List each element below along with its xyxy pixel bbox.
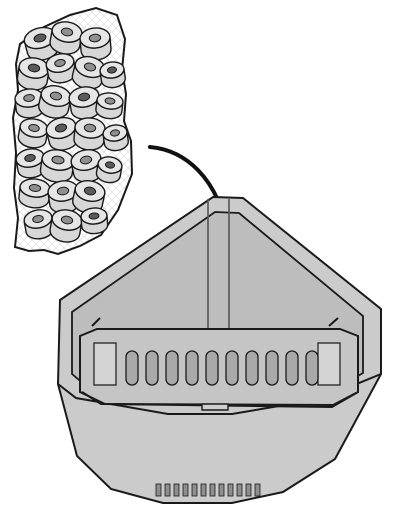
basket-slot: [146, 351, 158, 385]
basket-slot: [246, 351, 258, 385]
filter-basket-icon: [58, 197, 381, 503]
basket-slot: [206, 351, 218, 385]
bottom-vent: [201, 484, 206, 496]
basket-slot: [126, 351, 138, 385]
ceramic-ring: [95, 91, 124, 120]
bottom-vent: [174, 484, 179, 496]
basket-slot: [266, 351, 278, 385]
bottom-vent: [192, 484, 197, 496]
bottom-vent: [183, 484, 188, 496]
ceramic-ring: [73, 117, 106, 151]
ceramic-ring: [102, 123, 129, 152]
bottom-vent: [165, 484, 170, 496]
bottom-vent: [237, 484, 242, 496]
ceramic-ring-hole: [89, 213, 99, 220]
media-bag-icon: [13, 8, 132, 254]
bottom-vent: [246, 484, 251, 496]
basket-slot: [306, 351, 318, 385]
ceramic-ring: [80, 207, 108, 234]
bottom-vent: [156, 484, 161, 496]
bottom-vent: [219, 484, 224, 496]
bottom-vent: [255, 484, 260, 496]
bottom-vent: [228, 484, 233, 496]
basket-slot: [186, 351, 198, 385]
ceramic-ring: [16, 56, 50, 92]
ceramic-ring: [18, 177, 51, 209]
basket-slot: [286, 351, 298, 385]
bottom-vent: [210, 484, 215, 496]
ceramic-ring: [99, 60, 126, 89]
basket-slot: [226, 351, 238, 385]
filter-basket-front-tab: [202, 404, 228, 410]
basket-slot: [166, 351, 178, 385]
ceramic-ring: [79, 27, 112, 61]
